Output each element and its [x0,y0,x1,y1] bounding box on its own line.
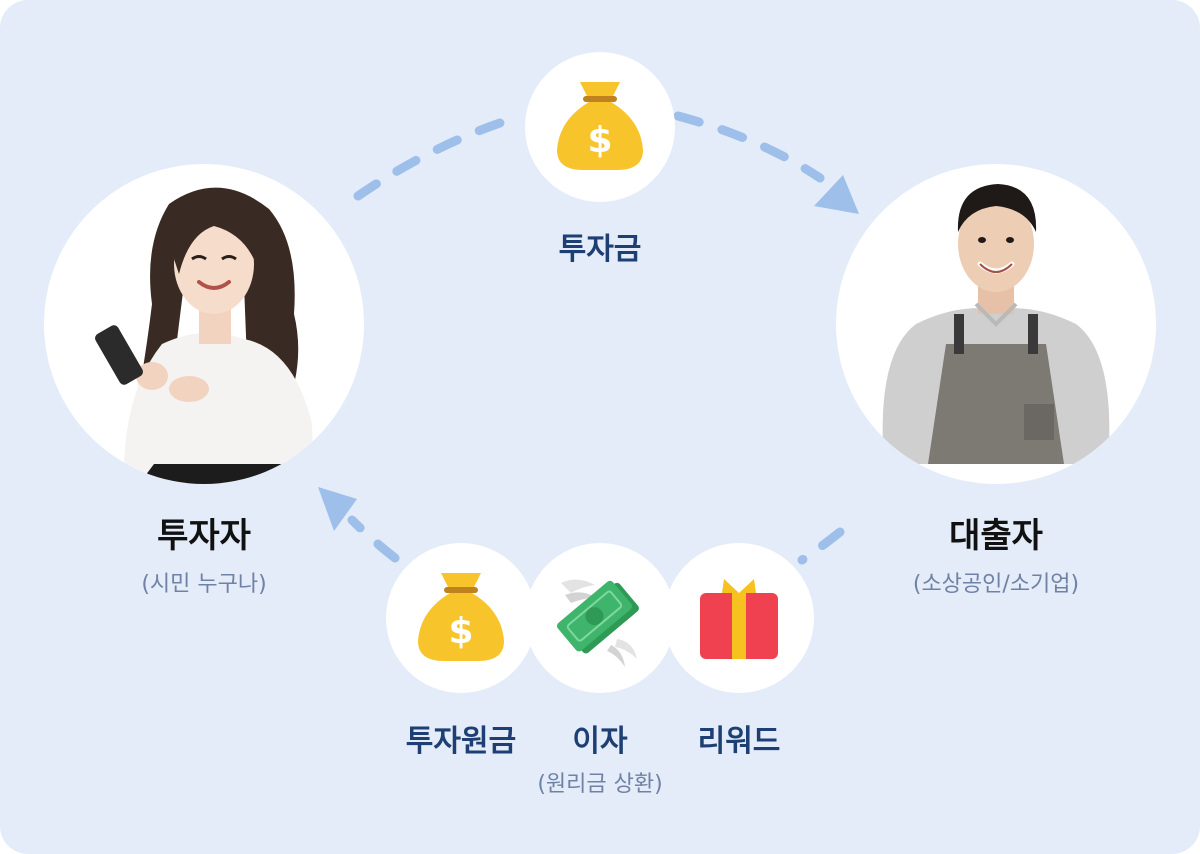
borrower-title: 대출자 [949,516,1043,556]
money-bag-icon: $ [418,573,504,661]
arrow-investment-left-segment [353,111,527,201]
investment-label: 투자금 [558,232,642,267]
return-label-reward: 리워드 [697,724,781,759]
arrow-investment-right-segment [673,111,825,183]
return-caption: (원리금 상환) [537,772,663,797]
gift-icon [700,579,778,659]
borrower-subtitle: (소상공인/소기업) [912,572,1080,597]
flying-money-icon [556,579,639,667]
investor-avatar [44,164,364,484]
investment-icon-circle: $ [525,52,675,202]
borrower-illustration [882,184,1110,464]
investor-subtitle: (시민 누구나) [141,572,267,597]
investor-title: 투자자 [157,516,251,556]
svg-text:$: $ [587,120,612,161]
svg-text:$: $ [448,611,473,652]
return-label-interest: 이자 [572,724,628,759]
arrow-return-left-segment [347,515,400,563]
borrower-avatar [836,164,1156,484]
money-bag-icon: $ [557,82,643,170]
principal-icon-circle: $ [386,543,536,693]
return-label-principal: 투자원금 [405,724,517,759]
arrow-return-right-segment [797,527,845,565]
arrowhead-to-investor [318,487,357,531]
arrowhead-to-borrower [814,175,859,214]
interest-icon-circle [525,543,675,693]
reward-icon-circle [664,543,814,693]
investor-illustration [95,187,315,484]
